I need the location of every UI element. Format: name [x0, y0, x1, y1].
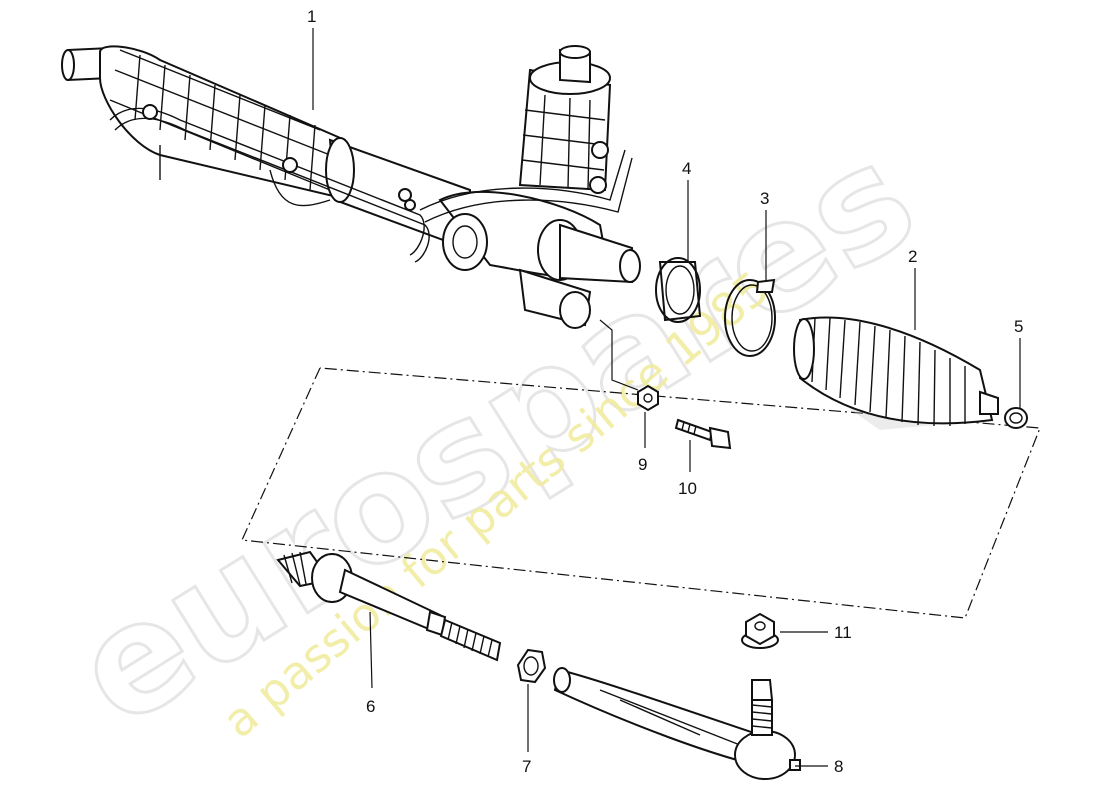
callout-labels: 1 2 3 4 5 6 7 8 9 10 11	[307, 7, 1023, 776]
tie-rod-end	[553, 667, 801, 780]
small-clamp	[1004, 407, 1028, 429]
leader-lines	[312, 28, 1021, 767]
steering-rack-housing	[61, 45, 641, 329]
nut-small	[637, 384, 659, 412]
flange-nut	[741, 612, 779, 649]
hose-clamp	[724, 278, 776, 357]
bellows-boot	[793, 316, 999, 430]
callout-3: 3	[760, 189, 769, 208]
callout-9: 9	[638, 455, 647, 474]
callout-8: 8	[834, 757, 843, 776]
bolt	[674, 418, 732, 450]
callout-11: 11	[834, 623, 852, 642]
inner-tie-rod	[276, 550, 502, 662]
callout-2: 2	[908, 247, 917, 266]
callout-4: 4	[682, 159, 691, 178]
callout-1: 1	[307, 7, 316, 26]
ring-seal	[655, 257, 702, 323]
jam-nut	[516, 648, 547, 684]
callout-7: 7	[522, 757, 531, 776]
callout-6: 6	[366, 697, 375, 716]
callout-10: 10	[678, 479, 697, 498]
callout-5: 5	[1014, 317, 1023, 336]
